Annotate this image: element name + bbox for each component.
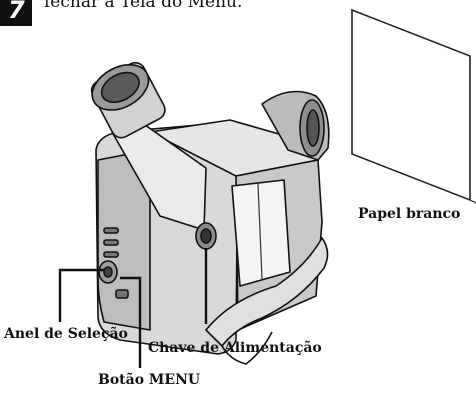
- step-number-badge: 7: [0, 0, 32, 26]
- menu-button-label: Botão MENU: [98, 372, 201, 388]
- power-switch-label: Chave de Alimentação: [148, 340, 322, 356]
- camcorder-body: [90, 61, 330, 365]
- white-paper-sheet: [351, 8, 476, 204]
- instruction-text: fechar a Tela do Menu.: [44, 0, 243, 12]
- step-number: 7: [8, 0, 25, 24]
- callout-lines: [58, 248, 208, 368]
- white-paper-label: Papel branco: [358, 206, 461, 222]
- selection-ring-label: Anel de Seleção: [4, 326, 128, 342]
